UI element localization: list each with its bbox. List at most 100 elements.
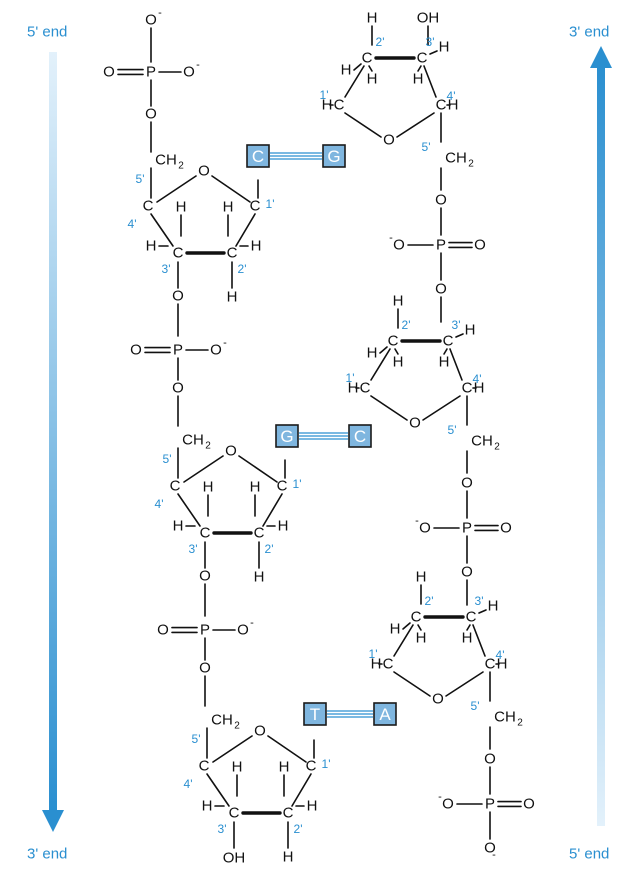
atom-label: H — [371, 656, 382, 673]
atom-label: O — [435, 281, 447, 298]
atom-label: O — [461, 475, 473, 492]
bond — [344, 112, 382, 138]
carbon-number: 4' — [447, 89, 456, 103]
atom-label: H — [173, 518, 184, 535]
atom-label: O — [237, 622, 249, 639]
bond-lines — [117, 25, 522, 849]
atom-label: H — [176, 199, 187, 216]
atom-label: O — [183, 64, 195, 81]
bond — [211, 175, 251, 203]
carbon-number: 2' — [265, 542, 274, 556]
carbon-number: 5' — [471, 699, 480, 713]
bond — [402, 622, 411, 630]
bond — [429, 50, 438, 55]
carbon-number: 1' — [266, 197, 275, 211]
bond — [417, 624, 422, 631]
atom-label: C — [306, 758, 317, 775]
carbon-number: 2' — [402, 318, 411, 332]
atom-label: O — [210, 342, 222, 359]
bond — [379, 346, 388, 354]
atom-label: C — [362, 50, 373, 67]
atom-label: H — [227, 289, 238, 306]
bond — [262, 493, 283, 527]
bond — [206, 773, 230, 807]
atom-label: H — [367, 345, 378, 362]
atom-label: H — [413, 71, 424, 88]
right-arrow-head — [590, 46, 612, 68]
atom-label: H — [393, 354, 404, 371]
base-boxes — [246, 144, 397, 726]
atom-label: 2 — [178, 161, 184, 172]
carbon-number: 3' — [189, 542, 198, 556]
carbon-number: 1' — [369, 647, 378, 661]
atom-label: O — [103, 64, 115, 81]
atom-label: 2 — [494, 442, 500, 453]
atom-label: - — [438, 791, 442, 803]
atom-label: P — [462, 520, 472, 537]
atom-label: O — [172, 288, 184, 305]
atom-label: H — [307, 798, 318, 815]
atom-label: H — [439, 354, 450, 371]
atom-label: O — [383, 132, 395, 149]
atom-label: O — [484, 840, 496, 857]
atom-label: C — [360, 380, 371, 397]
right-arrow-shaft — [597, 66, 605, 826]
atom-label: O — [442, 796, 454, 813]
atom-label: CH — [211, 712, 233, 729]
bond — [291, 773, 312, 807]
bond — [393, 624, 414, 657]
left-arrow-head — [42, 810, 64, 832]
atom-label: 2 — [517, 718, 523, 729]
carbon-number: 2' — [294, 822, 303, 836]
bond — [353, 63, 362, 71]
atom-label: H — [322, 97, 333, 114]
bond — [393, 671, 431, 697]
atom-label: H — [232, 759, 243, 776]
atom-label: C — [334, 97, 345, 114]
atom-label: O — [172, 380, 184, 397]
carbon-number: 5' — [448, 423, 457, 437]
atom-label: C — [383, 656, 394, 673]
bond — [235, 213, 256, 247]
carbon-number: 2' — [238, 262, 247, 276]
atom-label: H — [474, 380, 485, 397]
atom-label: - — [158, 7, 162, 19]
atom-label: P — [200, 622, 210, 639]
carbon-number: 4' — [155, 497, 164, 511]
right-bottom-end-label: 5' end — [569, 846, 609, 863]
atom-label: O — [409, 415, 421, 432]
atom-label: C — [466, 609, 477, 626]
atom-label: O — [432, 691, 444, 708]
left-base-0-letter: C — [252, 147, 264, 166]
carbon-number: 5' — [136, 172, 145, 186]
right-base-0-letter: G — [327, 147, 340, 166]
bond — [455, 333, 464, 338]
atom-label: H — [367, 71, 378, 88]
atom-label: O — [500, 520, 512, 537]
bond — [238, 455, 278, 483]
atom-label: C — [143, 198, 154, 215]
atom-label: C — [227, 245, 238, 262]
carbon-number: 2' — [376, 35, 385, 49]
carbon-number: 5' — [422, 140, 431, 154]
atom-label: H — [254, 569, 265, 586]
left-bottom-end-label: 3' end — [27, 846, 67, 863]
atom-label: C — [388, 333, 399, 350]
left-base-1-letter: G — [280, 427, 293, 446]
atom-label: C — [485, 656, 496, 673]
atom-label: H — [390, 621, 401, 638]
right-base-2-box — [373, 702, 397, 726]
atom-label: C — [436, 97, 447, 114]
bond — [478, 609, 487, 614]
atom-label: O — [435, 192, 447, 209]
atom-label: O — [145, 106, 157, 123]
left-base-0-box — [246, 144, 270, 168]
atom-label: P — [146, 64, 156, 81]
atom-label: - — [492, 849, 496, 861]
left-base-2-box — [303, 702, 327, 726]
atom-label: O — [199, 568, 211, 585]
atom-label: C — [229, 805, 240, 822]
carbon-number: 4' — [128, 217, 137, 231]
carbon-number: 3' — [218, 822, 227, 836]
